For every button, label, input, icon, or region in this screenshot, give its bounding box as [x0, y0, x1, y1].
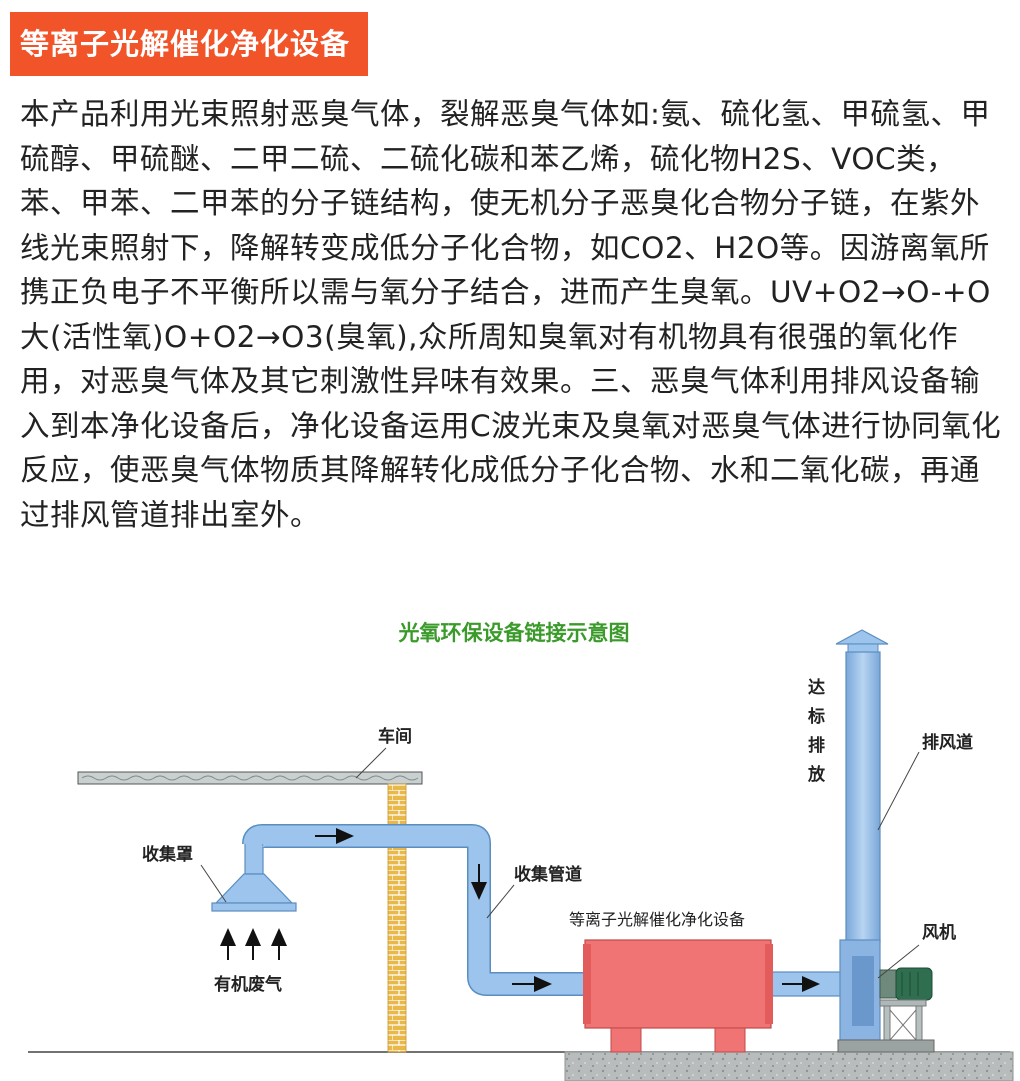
workshop-label: 车间 [378, 726, 412, 747]
collection-pipe [242, 824, 585, 996]
exhaust-label: 排风道 [922, 732, 973, 753]
leader-lines [200, 747, 920, 979]
fan-label: 风机 [922, 922, 956, 943]
discharge-label-char: 标 [808, 706, 825, 727]
connection-diagram: 光氧环保设备链接示意图 [0, 600, 1020, 1081]
brick-wall [387, 783, 407, 1053]
fan [837, 939, 935, 1053]
hood-label: 收集罩 [142, 844, 193, 865]
waste-gas-arrows [220, 928, 287, 960]
pipe-label: 收集管道 [514, 864, 582, 885]
equipment-foundation [564, 1051, 1014, 1081]
purification-equipment [583, 939, 773, 1053]
discharge-label-char: 达 [808, 677, 825, 698]
discharge-label-char: 排 [808, 735, 825, 756]
discharge-label-char: 放 [807, 764, 826, 785]
intro-paragraph: 本产品利用光束照射恶臭气体，裂解恶臭气体如:氨、硫化氢、甲硫氢、甲硫醇、甲硫醚、… [20, 97, 1002, 532]
workshop-roof [77, 771, 423, 785]
waste-gas-label: 有机废气 [214, 974, 282, 995]
equipment-label: 等离子光解催化净化设备 [569, 910, 745, 929]
page-title: 等离子光解催化净化设备 [10, 12, 368, 76]
collection-hood [211, 841, 297, 912]
exhaust-stack [835, 629, 889, 943]
diagram-title: 光氧环保设备链接示意图 [398, 621, 630, 645]
